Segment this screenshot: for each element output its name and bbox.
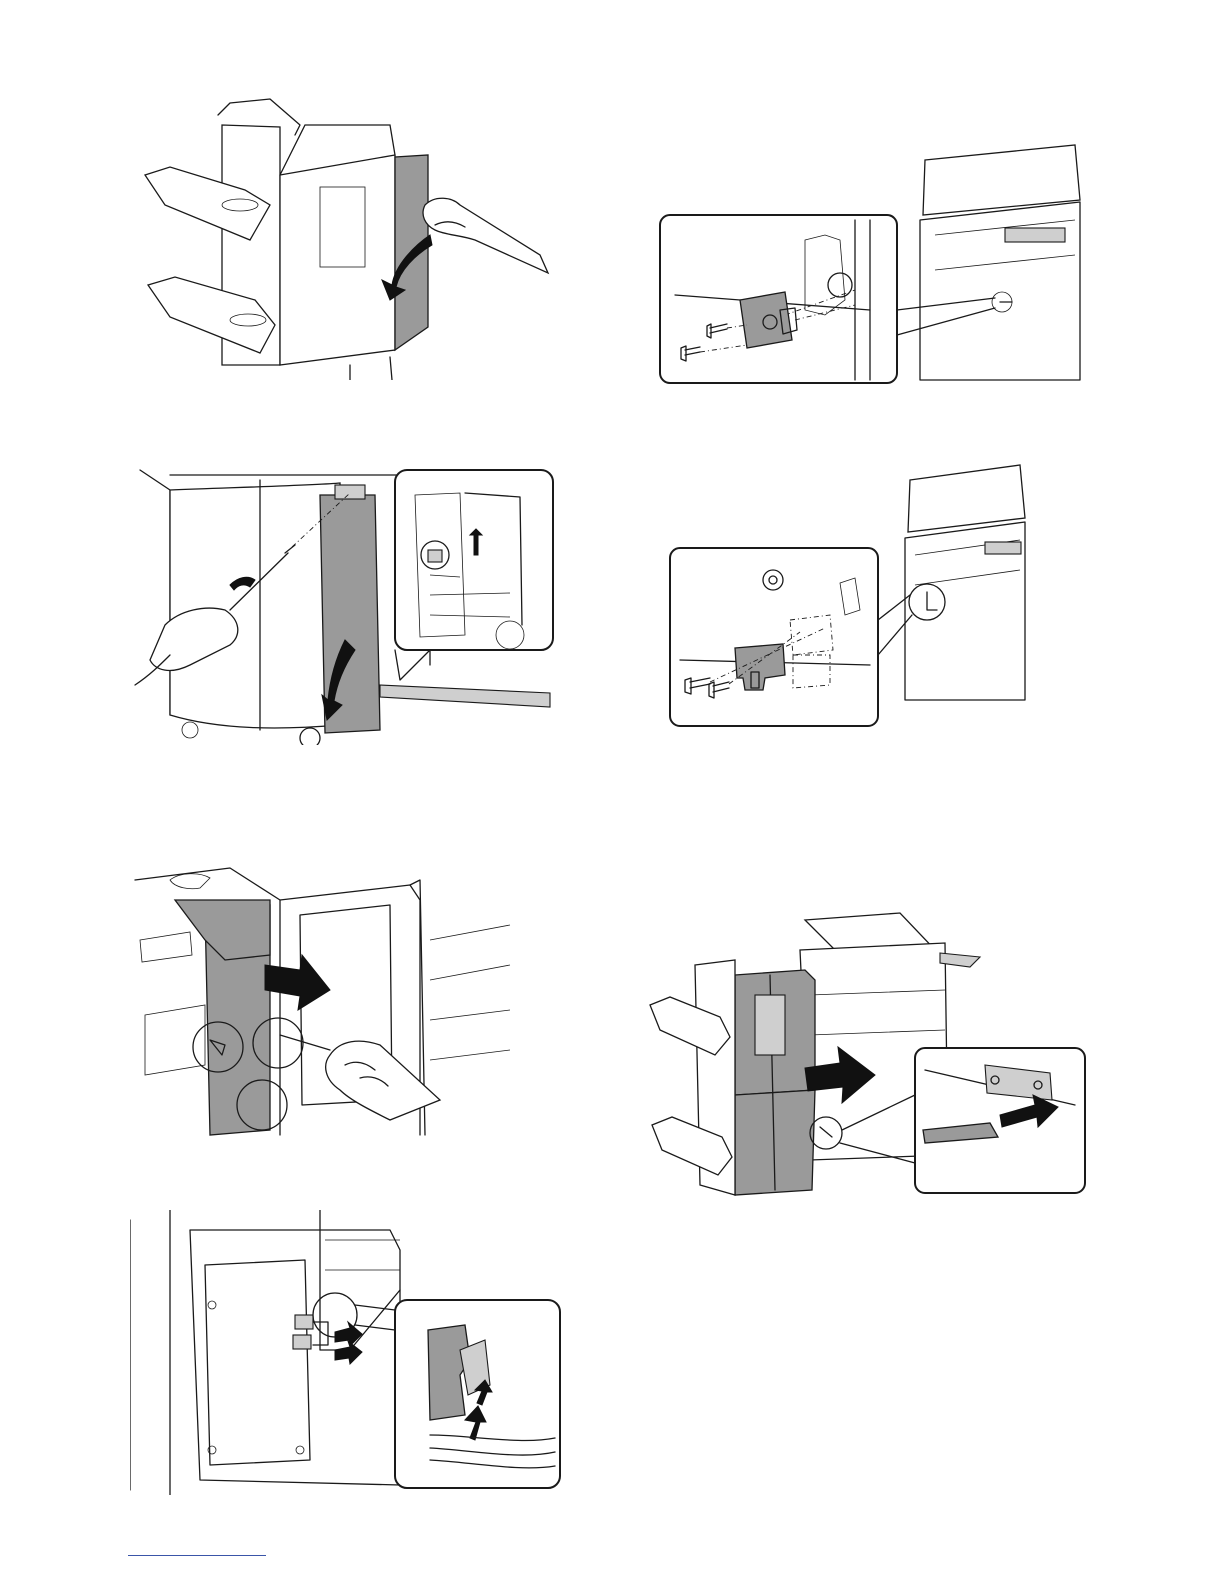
figure-open-front-cover <box>130 95 550 380</box>
figure-remove-cover-screw <box>130 465 560 745</box>
figure-pull-out-cover <box>130 860 530 1140</box>
figure-attach-bracket <box>655 140 1085 390</box>
figure-disconnect-harness <box>130 1210 565 1495</box>
figure-attach-lower-bracket <box>665 460 1045 735</box>
footer-link-underline <box>128 1555 266 1556</box>
figure-install-finisher <box>640 905 1090 1205</box>
